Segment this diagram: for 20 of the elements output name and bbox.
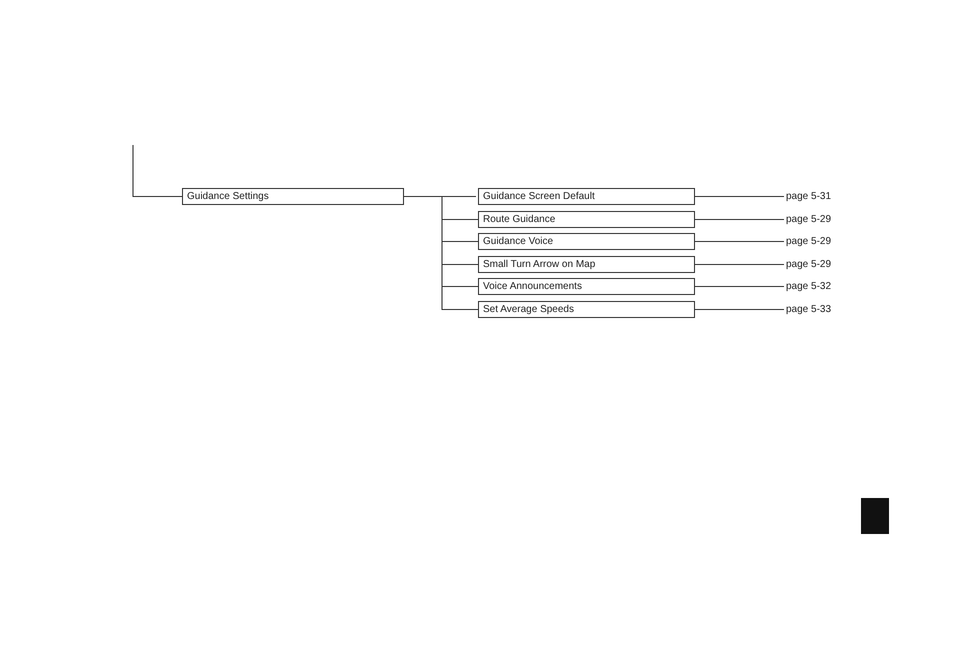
page-reference: page 5-29	[786, 259, 832, 270]
menu-item-box: Small Turn Arrow on Map	[478, 256, 695, 273]
menu-item-box: Set Average Speeds	[478, 301, 695, 318]
page-reference: page 5-29	[786, 236, 832, 247]
page-reference: page 5-33	[786, 304, 832, 315]
menu-item-box: Guidance Settings	[182, 188, 404, 205]
menu-item-box: Guidance Screen Default	[478, 188, 695, 205]
page-reference: page 5-32	[786, 281, 832, 292]
connector-line	[694, 196, 784, 197]
connector-line	[132, 144, 182, 197]
connector-line	[694, 309, 784, 310]
page-reference: page 5-31	[786, 191, 832, 202]
menu-item-box: Route Guidance	[478, 211, 695, 228]
menu-item-box: Voice Announcements	[478, 278, 695, 295]
menu-item-box: Guidance Voice	[478, 233, 695, 250]
connector-line	[694, 219, 784, 220]
connector-line	[694, 264, 784, 265]
connector-line	[694, 286, 784, 287]
connector-line	[694, 241, 784, 242]
page-reference: page 5-29	[786, 214, 832, 225]
